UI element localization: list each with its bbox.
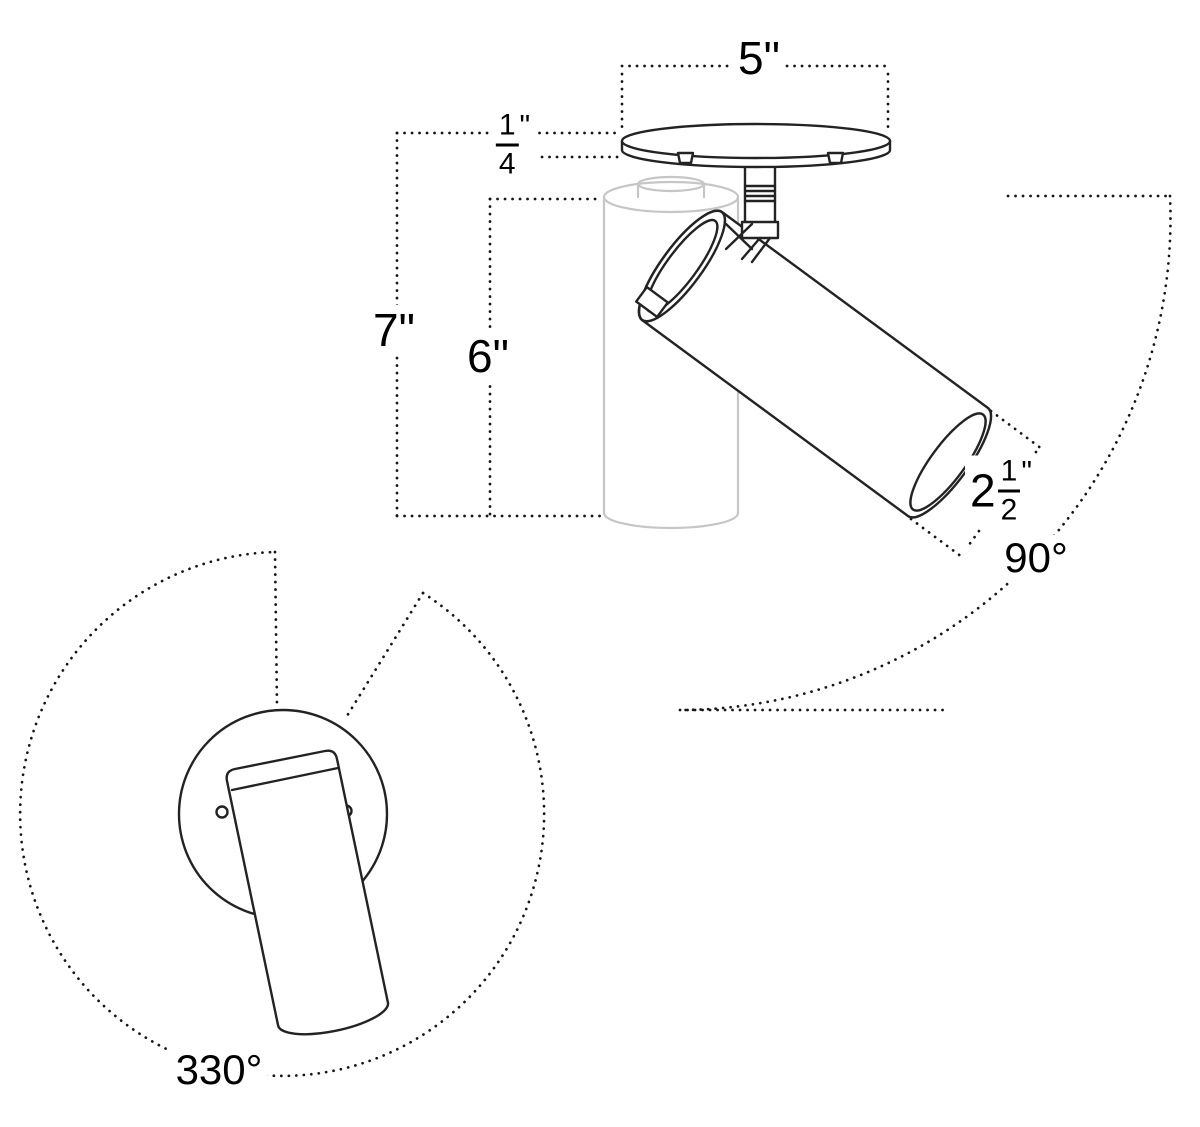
pivot-screw-cross [724, 222, 754, 251]
head-diameter-whole: 2 [970, 464, 996, 517]
rotation-range-arc [18, 550, 546, 1078]
lamp-head [634, 209, 993, 519]
head-length-value: 6" [467, 329, 509, 382]
bottom-view [177, 708, 390, 1036]
rotation-range-value: 330° [175, 1045, 263, 1093]
bottom-view-screw-left [215, 805, 229, 819]
pivot-joint [724, 220, 780, 264]
dim-canopy-width-label: 5" [733, 31, 785, 84]
bottom-view-lamp-rim [230, 766, 340, 792]
inch-mark: " [519, 109, 531, 143]
head-diameter-fraction: 1 2 [997, 456, 1021, 526]
inch-mark: " [1021, 455, 1032, 489]
dim-canopy-thickness-lines [395, 131, 620, 159]
lamp-front-rim [909, 412, 987, 512]
canopy-screw-left [676, 151, 695, 165]
dimension-lines [18, 64, 1172, 1078]
rotation-range-label: 330° [170, 1045, 268, 1094]
bottom-view-lamp-head [225, 749, 390, 1036]
dim-canopy-thickness-label: 1 4 " [490, 109, 536, 181]
tilt-range-label: 90° [999, 533, 1073, 582]
stem-knurling [743, 184, 777, 203]
canopy-screw-right [826, 151, 845, 165]
lamp-back-face [637, 209, 727, 323]
ceiling-canopy [620, 122, 892, 169]
canopy-thickness-fraction: 1 4 [495, 110, 519, 180]
overall-height-value: 7" [373, 303, 415, 356]
dim-head-diameter-label: 2 1 2 " [965, 455, 1037, 527]
dim-head-length-label: 6" [462, 329, 514, 382]
tilt-range-value: 90° [1004, 533, 1068, 581]
dim-overall-height-label: 7" [368, 303, 420, 356]
lamp-back-notch [634, 285, 670, 319]
dim-canopy-width-lines [620, 64, 890, 130]
canopy-width-value: 5" [738, 31, 780, 84]
dim-overall-height-lines [395, 131, 603, 518]
